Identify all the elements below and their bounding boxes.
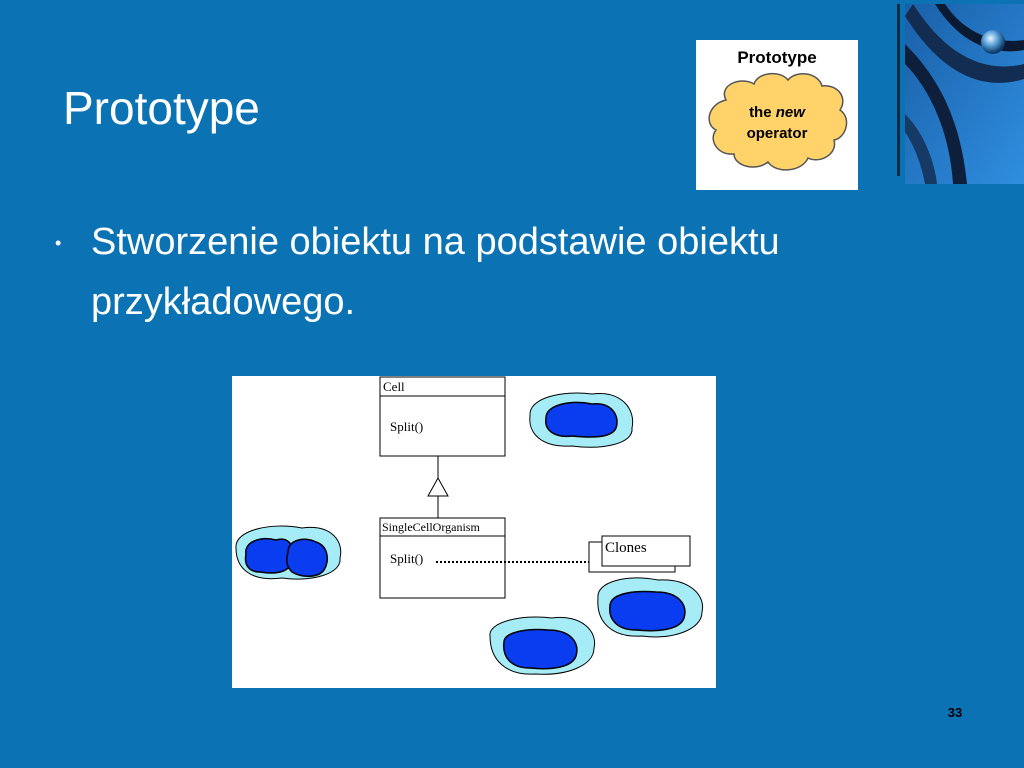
bullet-item: • Stworzenie obiektu na podstawie obiekt… <box>55 212 955 332</box>
cloud-text-emphasis: new <box>775 104 805 121</box>
decorative-corner-graphic <box>905 4 1024 184</box>
note-box-clones <box>601 535 691 567</box>
clipart-title: Prototype <box>737 48 817 67</box>
dividing-cell-icon <box>235 525 342 580</box>
slide-title: Prototype <box>63 82 260 134</box>
cloud-icon <box>708 72 848 171</box>
cloud-text-line2: operator <box>746 125 808 142</box>
method-split-singlecell: Split() <box>390 551 424 566</box>
page-number: 33 <box>947 705 963 720</box>
prototype-clipart: Prototype the new operator <box>696 40 858 190</box>
cell-blob-icon <box>529 392 634 448</box>
bullet-marker: • <box>55 233 62 253</box>
note-clones: Clones <box>605 540 647 556</box>
class-box-singlecell <box>379 517 506 599</box>
class-box-cell <box>379 376 506 457</box>
inheritance-arrow-icon <box>427 476 449 497</box>
cloud-text-prefix: the <box>749 104 772 121</box>
cloud-caption: the new operator <box>696 102 858 144</box>
uml-diagram: Cell Split() SingleCellOrganism Split() … <box>232 376 716 688</box>
method-split-cell: Split() <box>390 419 424 434</box>
class-name-cell: Cell <box>383 379 405 394</box>
uml-diagram-graphics <box>235 376 704 675</box>
clone-cell-icon <box>597 577 704 638</box>
class-name-singlecellorganism: SingleCellOrganism <box>382 520 480 534</box>
bullet-list: • Stworzenie obiektu na podstawie obiekt… <box>55 212 955 332</box>
header-divider <box>897 4 900 176</box>
bullet-text: Stworzenie obiektu na podstawie obiektu … <box>91 221 780 323</box>
clone-cell-icon <box>489 616 596 675</box>
